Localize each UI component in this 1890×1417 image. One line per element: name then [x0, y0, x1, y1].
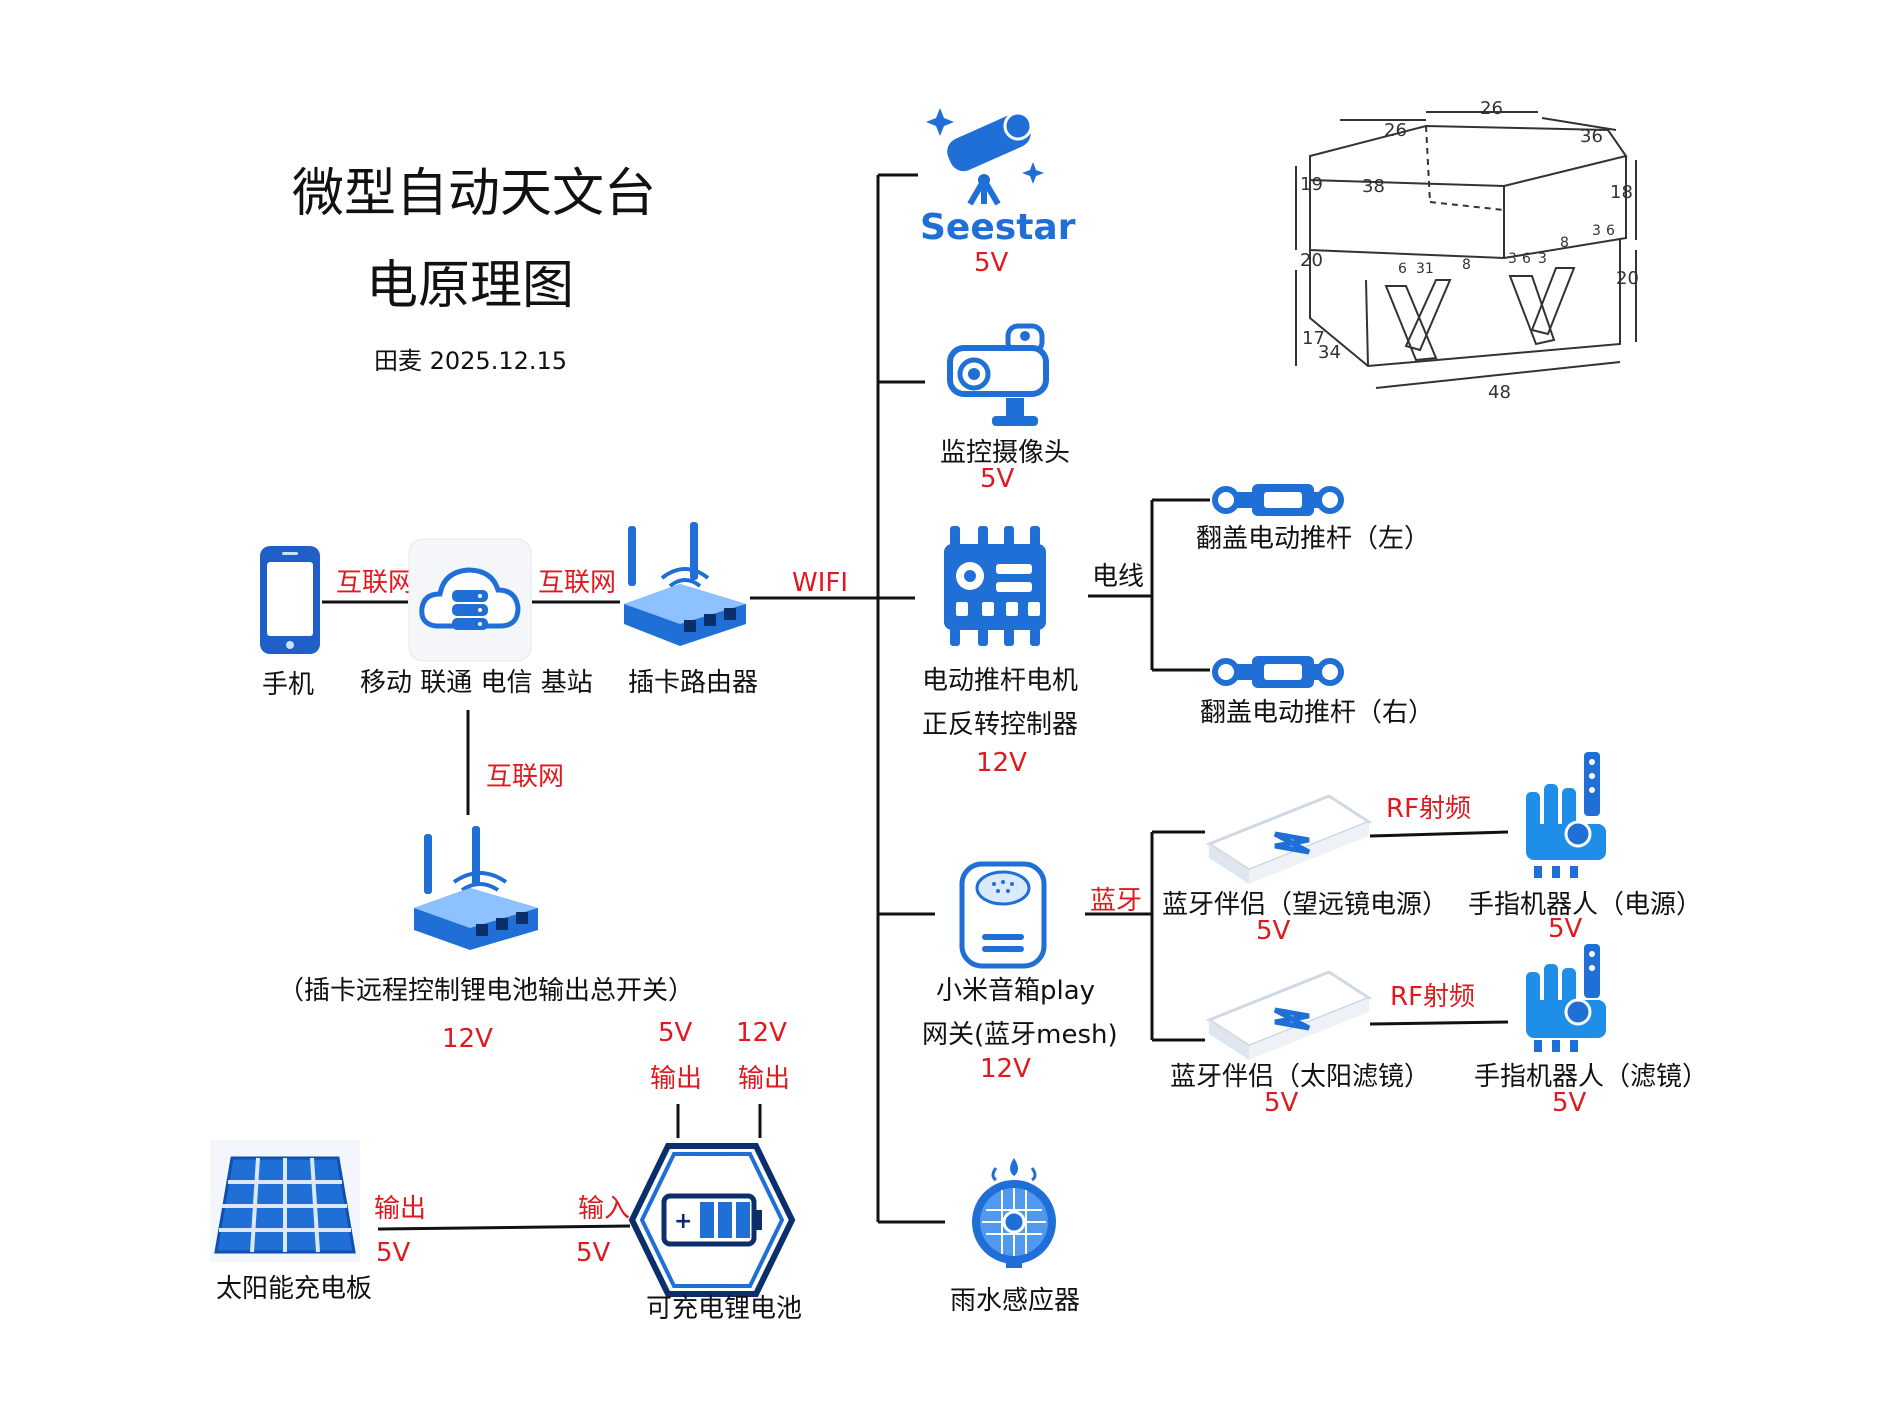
finger-robot-2-icon [1526, 944, 1606, 1052]
speaker-label-line1: 小米音箱play [936, 976, 1096, 1006]
seestar-voltage: 5V [974, 248, 1009, 278]
battery-label: 可充电锂电池 [646, 1294, 803, 1324]
controller-voltage: 12V [976, 748, 1027, 778]
bluetooth-label: 蓝牙 [1090, 886, 1143, 916]
cloud-database-icon [408, 538, 532, 662]
sketch-dim: 48 [1488, 382, 1511, 403]
speaker-label-line2: 网关(蓝牙mesh) [922, 1020, 1118, 1050]
sketch-dim: 3 [1538, 251, 1547, 267]
router-icon [624, 522, 746, 646]
solar-panel-label: 太阳能充电板 [216, 1274, 373, 1304]
wifi-label: WIFI [792, 568, 848, 598]
enclosure-sketch [1295, 111, 1637, 389]
finger-robot-2-label: 手指机器人（滤镜） [1474, 1062, 1709, 1092]
motor-controller-icon [944, 526, 1046, 646]
linear-actuator-right-icon [1212, 656, 1344, 688]
finger-robot-2-voltage: 5V [1552, 1088, 1587, 1118]
speaker-voltage: 12V [980, 1054, 1031, 1084]
bt-companion-1-label: 蓝牙伴侣（望远镜电源） [1162, 890, 1449, 920]
sketch-dim: 31 [1416, 261, 1434, 277]
remote-switch-label: （插卡远程控制锂电池输出总开关） [278, 976, 695, 1006]
bt-companion-2-voltage: 5V [1264, 1088, 1299, 1118]
remote-switch-router-icon [414, 826, 538, 950]
output-2-label: 输出 [738, 1064, 791, 1094]
output-2-voltage: 12V [736, 1018, 787, 1048]
solar-panel-icon [210, 1140, 360, 1262]
rf-label-1: RF射频 [1386, 794, 1472, 824]
finger-robot-1-icon [1526, 752, 1606, 878]
diagram-title: 微型自动天文台 [292, 164, 657, 224]
author-date: 田麦 2025.12.15 [374, 347, 568, 375]
solar-output-voltage: 5V [376, 1238, 411, 1268]
battery-input-label: 输入 [578, 1194, 631, 1224]
sketch-dim: 38 [1362, 176, 1385, 197]
rain-sensor-label: 雨水感应器 [950, 1286, 1081, 1316]
diagram-subtitle: 电原理图 [366, 256, 575, 316]
internet-label-2: 互联网 [538, 568, 617, 598]
bt-companion-1-voltage: 5V [1256, 916, 1291, 946]
sketch-dim: 6 [1522, 251, 1531, 267]
sketch-dim: 26 [1384, 120, 1407, 141]
output-1-voltage: 5V [658, 1018, 693, 1048]
controller-label-line1: 电动推杆电机 [922, 666, 1079, 696]
rf-label-2: RF射频 [1390, 982, 1476, 1012]
internet-label-3: 互联网 [486, 762, 565, 792]
sketch-dim: 8 [1462, 257, 1471, 273]
actuator-left-label: 翻盖电动推杆（左） [1196, 524, 1431, 554]
actuator-right-label: 翻盖电动推杆（右） [1200, 698, 1435, 728]
sketch-dim: 20 [1300, 250, 1323, 271]
router-label: 插卡路由器 [628, 668, 759, 698]
remote-switch-voltage: 12V [442, 1024, 493, 1054]
sketch-dim: 17 [1302, 328, 1325, 349]
bluetooth-companion-1-icon [1205, 794, 1373, 884]
telescope-icon [926, 108, 1044, 206]
sketch-dim: 3 [1508, 251, 1517, 267]
security-camera-icon [947, 323, 1049, 426]
base-station-label: 移动 联通 电信 基站 [360, 668, 593, 698]
seestar-logo: Seestar [920, 207, 1076, 248]
sketch-dim: 19 [1300, 174, 1323, 195]
phone-label: 手机 [262, 670, 315, 700]
bt-companion-2-label: 蓝牙伴侣（太阳滤镜） [1170, 1062, 1431, 1092]
camera-voltage: 5V [980, 464, 1015, 494]
controller-label-line2: 正反转控制器 [922, 710, 1079, 740]
phone-icon [260, 546, 320, 654]
bluetooth-companion-2-icon [1205, 970, 1373, 1060]
output-1-label: 输出 [650, 1064, 703, 1094]
finger-robot-1-voltage: 5V [1548, 914, 1583, 944]
sketch-dim: 6 [1398, 261, 1407, 277]
sketch-dim: 6 [1606, 223, 1615, 239]
camera-label: 监控摄像头 [940, 438, 1071, 468]
sketch-dim: 26 [1480, 98, 1503, 119]
svg-text:+: + [674, 1209, 692, 1234]
sketch-dim: 34 [1318, 342, 1341, 363]
wire-label: 电线 [1092, 562, 1145, 592]
linear-actuator-left-icon [1212, 484, 1344, 516]
sketch-dim: 20 [1616, 268, 1639, 289]
rain-sensor-icon [972, 1158, 1056, 1268]
finger-robot-1-label: 手指机器人（电源） [1468, 890, 1703, 920]
sketch-dim: 3 [1592, 223, 1601, 239]
solar-output-label: 输出 [374, 1194, 427, 1224]
battery-input-voltage: 5V [576, 1238, 611, 1268]
sketch-dim: 18 [1610, 182, 1633, 203]
smart-speaker-icon [959, 861, 1047, 969]
sketch-dim: 8 [1560, 235, 1569, 251]
battery-icon: + [628, 1143, 796, 1297]
internet-label-1: 互联网 [336, 568, 415, 598]
sketch-dim: 36 [1580, 126, 1603, 147]
